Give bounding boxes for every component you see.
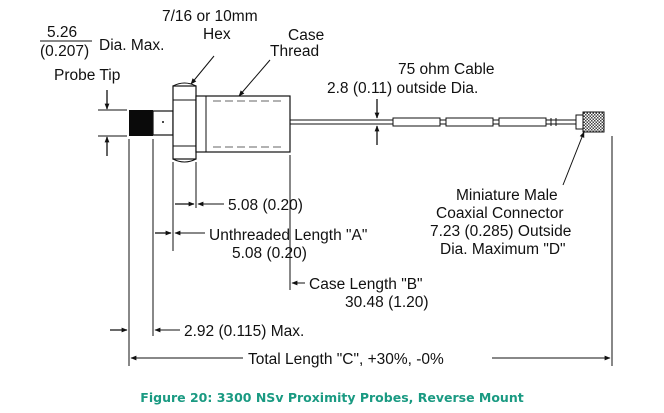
probe-tip-label: Probe Tip: [54, 67, 120, 84]
cable-label-1: 75 ohm Cable: [398, 61, 495, 78]
thread-gap-dim: 5.08 (0.20): [228, 197, 303, 214]
hex-label-1: 7/16 or 10mm: [162, 8, 258, 25]
tip-offset-dim: 2.92 (0.115) Max.: [184, 323, 304, 340]
unthreaded-label-2: 5.08 (0.20): [232, 245, 307, 262]
figure-caption: Figure 20: 3300 NSv Proximity Probes, Re…: [140, 390, 523, 405]
connector-label-3: 7.23 (0.285) Outside: [430, 223, 571, 240]
case-thread-body: [195, 95, 291, 153]
tip-dia-suffix: Dia. Max.: [99, 37, 164, 54]
hex-nut: [172, 82, 197, 163]
hex-label-2: Hex: [203, 26, 231, 43]
extension-lines: [128, 136, 613, 366]
dimension-lines: [98, 55, 611, 361]
tip-dia-mm: 5.26: [47, 24, 77, 41]
cable-label-2: 2.8 (0.11) outside Dia.: [327, 80, 478, 97]
connector-label-1: Miniature Male: [456, 187, 558, 204]
case-thread-label-1: Case: [288, 27, 324, 44]
unthreaded-label-1: Unthreaded Length "A": [209, 227, 367, 244]
case-length-label-1: Case Length "B": [309, 276, 423, 293]
labels: 5.26 (0.207) Dia. Max. Probe Tip 7/16 or…: [40, 8, 571, 368]
case-thread-label-2: Thread: [270, 43, 319, 60]
case-length-label-2: 30.48 (1.20): [345, 294, 429, 311]
coaxial-connector: [575, 111, 605, 133]
connector-label-2: Coaxial Connector: [436, 205, 564, 222]
cable: [290, 117, 580, 127]
tip-dia-in: (0.207): [40, 43, 89, 60]
connector-label-4: Dia. Maximum "D": [440, 241, 566, 258]
total-length-dim: Total Length "C", +30%, -0%: [248, 351, 444, 368]
probe-tip: [129, 110, 153, 136]
probe-drawing: [129, 82, 605, 163]
